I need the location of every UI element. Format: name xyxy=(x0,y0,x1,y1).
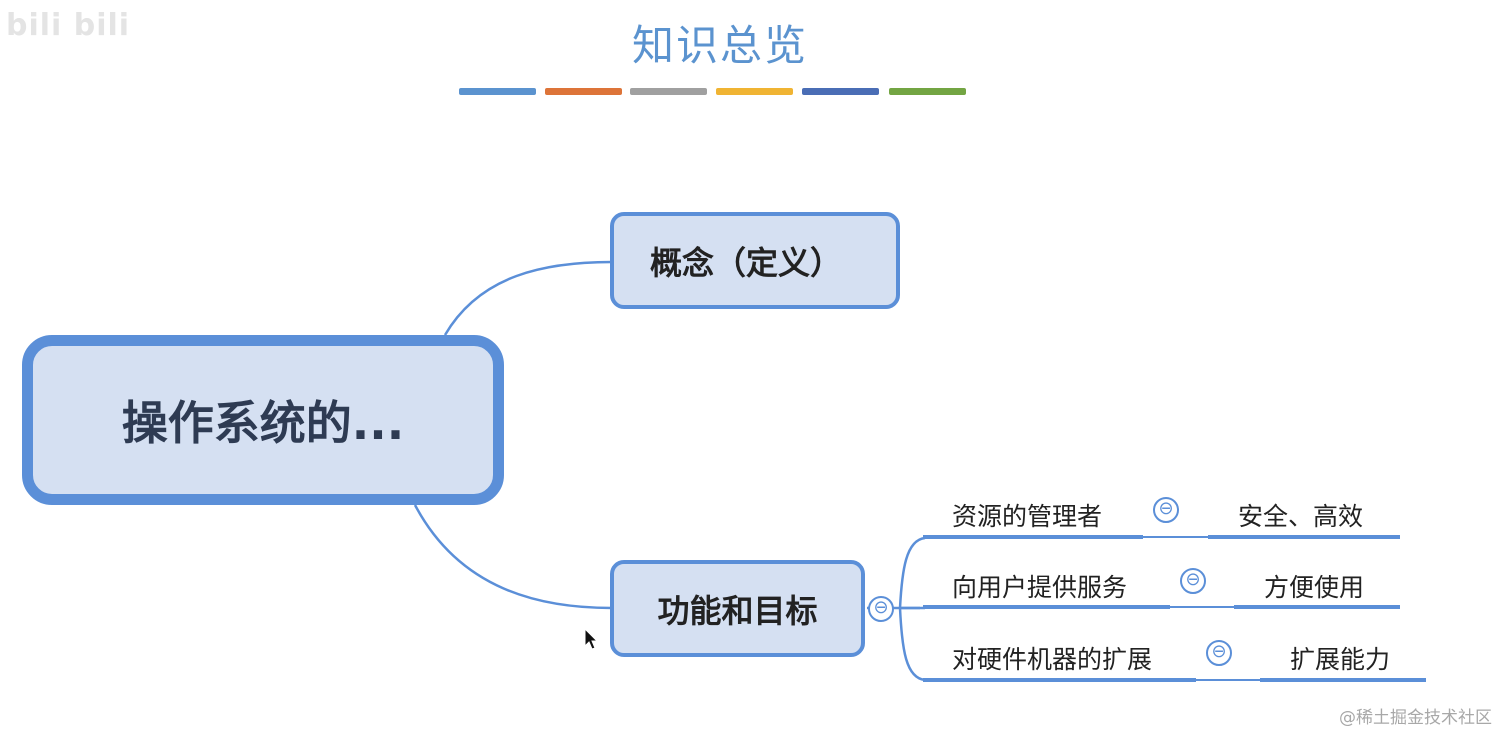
child-safe-efficient[interactable]: 安全、高效 xyxy=(1238,502,1364,531)
connector-branch-3 xyxy=(898,607,926,682)
collapse-item-3-icon[interactable]: ⊖ xyxy=(1206,640,1232,666)
connector-root-functions xyxy=(413,504,613,610)
collapse-functions-icon[interactable]: ⊖ xyxy=(868,596,894,622)
functions-node-label: 功能和目标 xyxy=(657,591,818,630)
page-title: 知识总览 xyxy=(631,21,808,70)
connector-root-concept xyxy=(443,260,613,336)
collapse-item-1-icon[interactable]: ⊖ xyxy=(1153,497,1179,523)
color-bar-4 xyxy=(716,88,793,95)
concept-node[interactable]: 概念（定义） xyxy=(610,212,900,309)
root-node[interactable]: 操作系统的... xyxy=(22,335,504,505)
mouse-cursor-icon xyxy=(584,628,599,650)
item-user-services[interactable]: 向用户提供服务 xyxy=(952,573,1128,602)
item-hardware-extension[interactable]: 对硬件机器的扩展 xyxy=(952,645,1153,674)
color-bar-3 xyxy=(630,88,707,95)
connector-branch-1 xyxy=(898,536,926,609)
functions-node[interactable]: 功能和目标 xyxy=(610,560,865,657)
color-bar-5 xyxy=(802,88,879,95)
concept-node-label: 概念（定义） xyxy=(650,243,843,282)
root-node-label: 操作系统的... xyxy=(121,396,405,450)
bilibili-logo: bili bili xyxy=(6,8,131,43)
color-bar-1 xyxy=(459,88,536,95)
item-resource-manager[interactable]: 资源的管理者 xyxy=(952,502,1103,531)
color-bar-strip xyxy=(459,88,969,95)
color-bar-2 xyxy=(545,88,622,95)
color-bar-6 xyxy=(889,88,966,95)
child-convenient-use[interactable]: 方便使用 xyxy=(1264,573,1365,602)
child-extension-ability[interactable]: 扩展能力 xyxy=(1290,645,1391,674)
collapse-item-2-icon[interactable]: ⊖ xyxy=(1180,568,1206,594)
juejin-watermark: @稀土掘金技术社区 xyxy=(1339,708,1492,728)
